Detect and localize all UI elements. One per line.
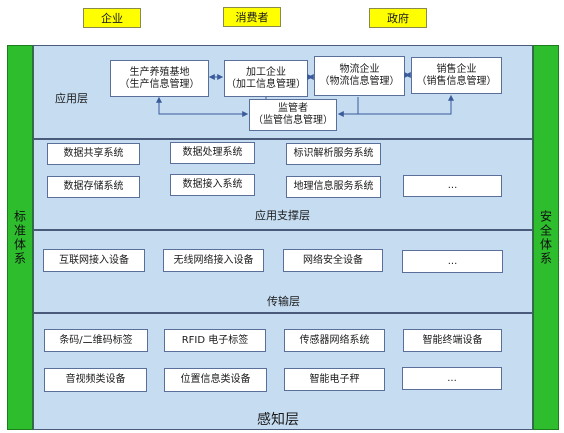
transport-layer-label: 传输层: [267, 295, 300, 308]
security-system-bar: 安全体系: [533, 45, 559, 430]
application-support-layer-label: 应用支撑层: [255, 209, 310, 222]
data-processing-system: 数据处理系统: [170, 142, 255, 164]
internet-access-device: 互联网接入设备: [43, 249, 145, 272]
node-sales-enterprise: 销售企业 （销售信息管理）: [411, 57, 502, 94]
smart-electronic-scale: 智能电子秤: [284, 368, 385, 391]
barcode-qr-label: 条码/二维码标签: [44, 329, 148, 352]
node-processing-enterprise: 加工企业 （加工信息管理）: [224, 60, 308, 97]
wireless-access-device: 无线网络接入设备: [163, 249, 264, 272]
rfid-label: RFID 电子标签: [164, 329, 266, 352]
standard-system-label: 标准体系: [12, 209, 27, 266]
perception-layer-label: 感知层: [257, 412, 299, 428]
node-production-base: 生产养殖基地 （生产信息管理）: [110, 60, 209, 97]
data-storage-system: 数据存储系统: [47, 176, 140, 198]
standard-system-bar: 标准体系: [7, 45, 33, 430]
application-layer-label: 应用层: [55, 92, 88, 105]
geo-info-service-system: 地理信息服务系统: [286, 176, 381, 198]
perception-more-box: ...: [402, 367, 502, 390]
data-access-system: 数据接入系统: [170, 174, 255, 196]
security-system-label: 安全体系: [538, 209, 553, 266]
stakeholder-consumer: 消费者: [223, 7, 281, 27]
audio-video-device: 音视频类设备: [44, 368, 147, 392]
location-info-device: 位置信息类设备: [164, 368, 267, 392]
stakeholder-government: 政府: [369, 8, 427, 28]
support-more-box: ...: [403, 175, 502, 197]
data-sharing-system: 数据共享系统: [47, 143, 140, 165]
transport-more-box: ...: [402, 250, 503, 273]
smart-terminal-device: 智能终端设备: [403, 329, 502, 352]
node-logistics-enterprise: 物流企业 （物流信息管理）: [314, 56, 405, 96]
stakeholder-enterprise: 企业: [83, 8, 141, 28]
identifier-resolution-system: 标识解析服务系统: [286, 143, 381, 165]
sensor-network-system: 传感器网络系统: [284, 329, 385, 352]
node-supervisor: 监管者 （监管信息管理）: [249, 99, 337, 131]
network-security-device: 网络安全设备: [283, 249, 383, 272]
